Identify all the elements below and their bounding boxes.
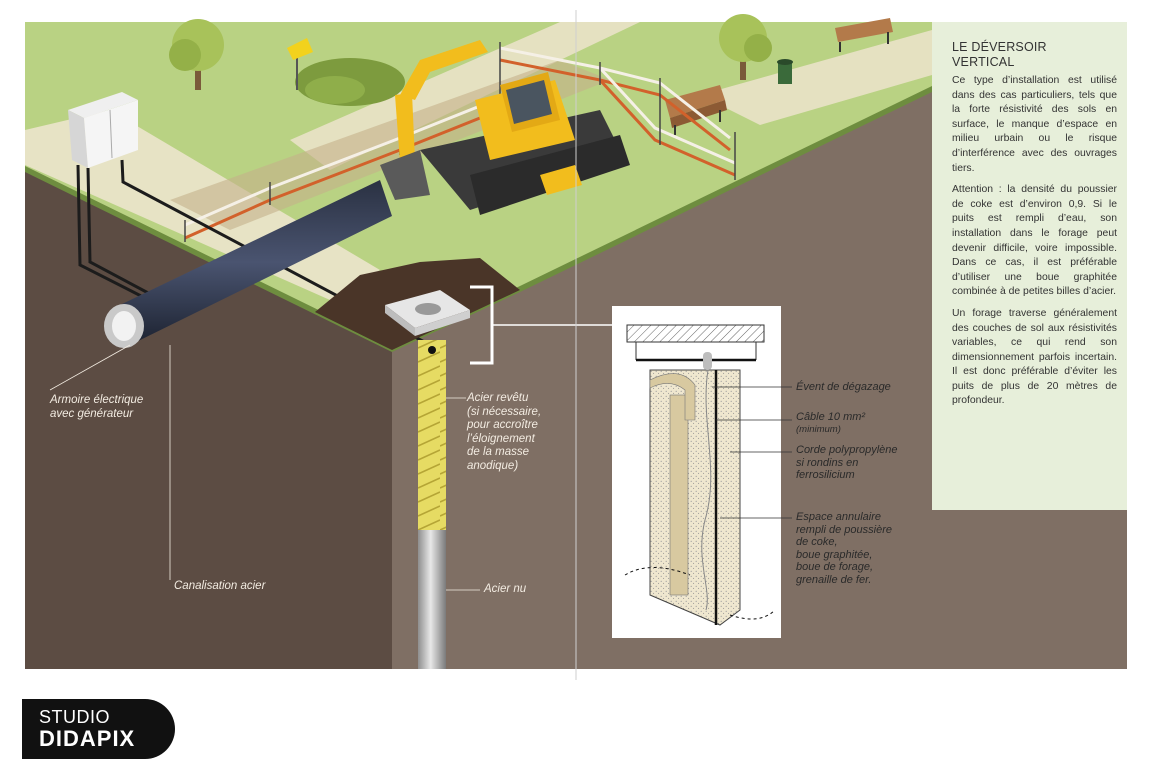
steel-pipeline (104, 180, 392, 348)
info-title-line2: VERTICAL (952, 55, 1015, 69)
label-acier-revetu-line4: l’éloignement (467, 432, 535, 445)
detail-label-espace-line2: rempli de poussière (796, 523, 892, 536)
label-armoire-line2: avec générateur (50, 407, 134, 420)
warning-sign-icon (287, 38, 313, 90)
detail-label-espace-line6: grenaille de fer. (796, 573, 872, 586)
tree-icon (719, 14, 772, 80)
detail-label-espace-line3: de coke, (796, 536, 838, 548)
bare-steel-section (418, 530, 446, 669)
label-armoire-line1: Armoire électrique (50, 394, 144, 406)
label-acier-nu: Acier nu (484, 583, 527, 595)
tree-icon (169, 19, 224, 90)
label-acier-revetu-line5: de la masse (467, 446, 530, 458)
label-acier-revetu-line3: pour accroître (467, 419, 538, 431)
trash-bin-icon (777, 59, 793, 84)
info-paragraph-2: Attention : la densité du poussier de co… (952, 184, 1117, 298)
bench-icon (835, 18, 893, 52)
logo-line2: DIDAPIX (39, 726, 136, 751)
bush (295, 58, 405, 106)
excavator-icon (380, 40, 630, 215)
detail-label-event: Évent de dégazage (796, 381, 891, 393)
detail-label-cable-min: (minimum) (796, 423, 841, 435)
detail-label-cable: Câble 10 mm² (minimum) (796, 411, 865, 436)
detail-label-cable-text: Câble 10 mm² (796, 411, 866, 423)
construction-fence (184, 42, 736, 242)
logo-line1: STUDIO (39, 707, 111, 727)
detail-label-espace: Espace annulaire rempli de poussière de … (796, 511, 892, 586)
info-paragraph-1: Ce type d’installation est utilisé dans … (952, 75, 1117, 174)
label-acier-revetu-line2: (si nécessaire, (467, 405, 542, 418)
info-panel: LE DÉVERSOIR VERTICAL Ce type d’installa… (932, 22, 1127, 510)
path (700, 30, 932, 125)
electrical-cabinet-icon (68, 92, 138, 168)
label-acier-revetu: Acier revêtu (si nécessaire, pour accroî… (467, 392, 541, 473)
detail-label-corde-line2: si rondins en (796, 456, 859, 469)
detail-label-corde-line1: Corde polypropylène (796, 444, 898, 456)
info-title-line1: LE DÉVERSOIR (952, 40, 1047, 54)
studio-logo: STUDIO DIDAPIX (22, 699, 175, 759)
soil-left-face (25, 170, 392, 669)
label-armoire: Armoire électrique avec générateur (50, 394, 143, 421)
label-acier-revetu-line1: Acier revêtu (467, 392, 529, 404)
detail-label-espace-line1: Espace annulaire (796, 511, 882, 523)
well-head (385, 290, 470, 336)
detail-label-espace-line4: boue graphitée, (796, 548, 873, 561)
label-canalisation: Canalisation acier (174, 580, 266, 592)
info-paragraph-3: Un forage traverse généralement des couc… (952, 307, 1117, 407)
cables (76, 159, 431, 347)
detail-label-corde: Corde polypropylène si rondins en ferros… (796, 444, 898, 482)
detail-label-espace-line5: boue de forage, (796, 561, 874, 573)
info-title: LE DÉVERSOIR VERTICAL (952, 40, 1117, 70)
label-acier-revetu-line6: anodique) (467, 459, 519, 472)
detail-label-corde-line3: ferrosilicium (796, 469, 855, 481)
coated-steel-section (418, 340, 446, 530)
